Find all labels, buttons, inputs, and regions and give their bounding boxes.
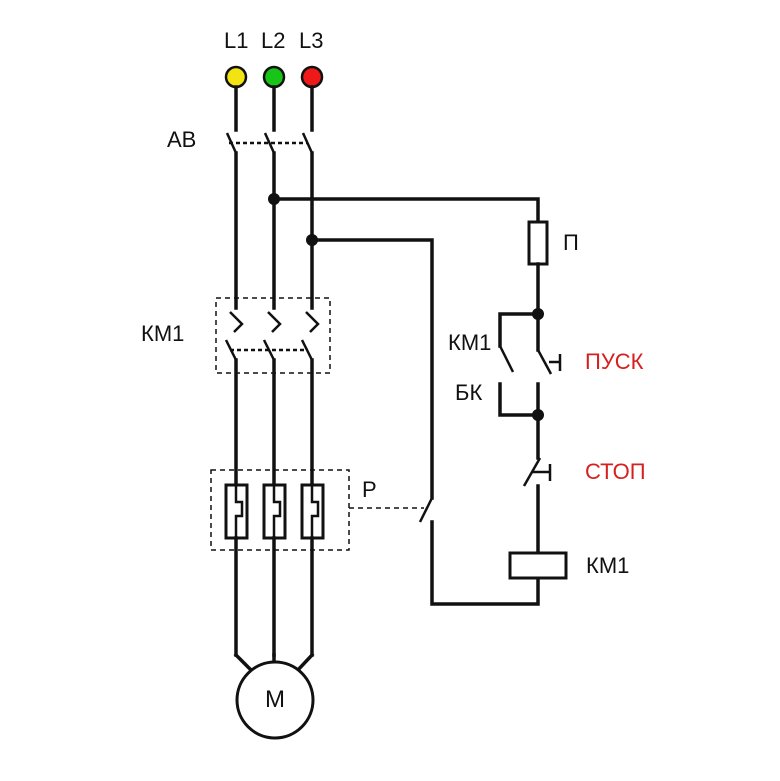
phase-l1-label: L1 [224,28,249,53]
contactor-coil [508,551,568,580]
stop-button [522,413,552,555]
main-power-lines [234,151,314,310]
motor-feed [233,536,315,740]
phase-indicators [224,65,324,89]
phase-l2-label: L2 [261,28,286,53]
thermal-relay [210,469,424,551]
aux-contact-label: КМ1 [448,330,492,355]
motor-label: М [265,686,285,713]
fuse-label: П [563,230,579,255]
aux-contact-sublabel: БК [455,380,483,405]
fuse [527,220,549,266]
stop-button-label: СТОП [585,459,646,484]
start-branch [498,312,562,417]
phase-l1-lamp [224,65,248,89]
circuit-breaker [225,85,314,154]
phase-l2-lamp [262,65,286,89]
breaker-label: АВ [167,127,197,152]
phase-l3-label: L3 [299,28,324,53]
start-button-label: ПУСК [585,349,644,374]
coil-label: КМ1 [586,553,630,578]
contactor-label: КМ1 [141,321,185,346]
motor-symbol [235,660,315,740]
contactor-km1 [215,297,331,487]
relay-label: Р [362,477,377,502]
control-circuit [272,197,540,606]
phase-l3-lamp [300,65,324,89]
